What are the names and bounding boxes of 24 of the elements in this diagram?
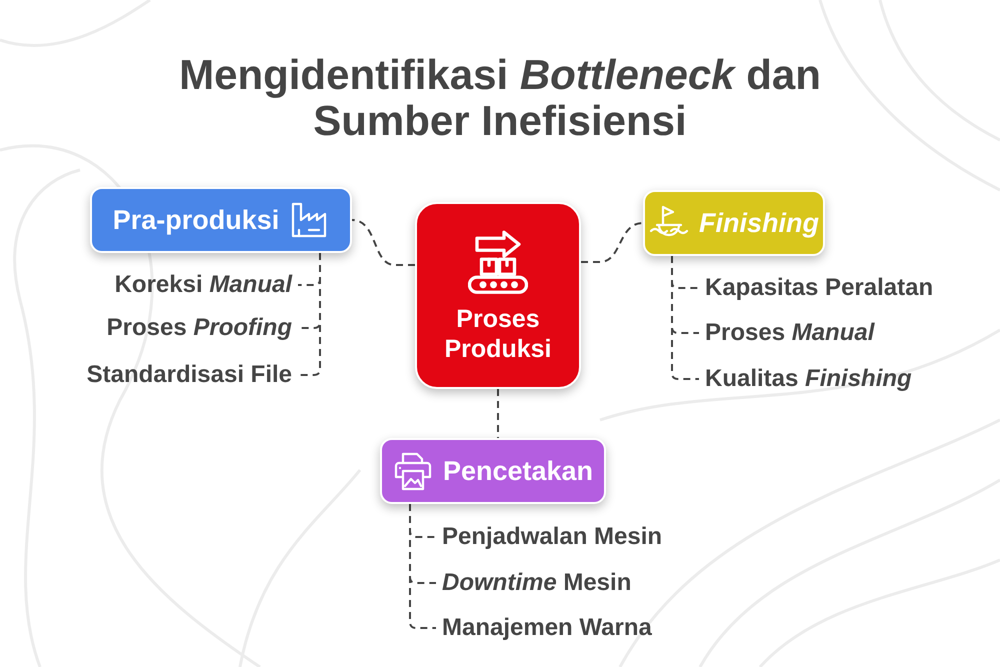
box-label: Finishing bbox=[699, 208, 819, 238]
box-label: Pra-produksi bbox=[112, 204, 280, 236]
dashed-connector bbox=[352, 219, 415, 266]
dashed-connector bbox=[409, 504, 436, 629]
item-text: Penjadwalan Mesin bbox=[442, 522, 662, 552]
category-box bbox=[380, 438, 606, 504]
item-text: Proses Proofing bbox=[106, 313, 292, 343]
item-text: Downtime Mesin bbox=[442, 568, 632, 598]
main-process-box bbox=[415, 202, 581, 389]
box-label: Pencetakan bbox=[442, 456, 594, 486]
item-text: Kualitas Finishing bbox=[705, 364, 912, 394]
item-text: Kapasitas Peralatan bbox=[705, 273, 934, 303]
category-box bbox=[643, 190, 825, 256]
box-label: Proses Produksi bbox=[444, 304, 552, 364]
dashed-connector bbox=[581, 222, 644, 263]
item-text: Standardisasi File bbox=[86, 360, 292, 390]
item-text: Manajemen Warna bbox=[442, 613, 652, 643]
dashed-connector bbox=[298, 253, 321, 376]
dashed-connector bbox=[497, 389, 499, 438]
item-text: Proses Manual bbox=[705, 318, 874, 348]
category-box bbox=[90, 187, 352, 253]
dashed-connector bbox=[671, 256, 699, 380]
item-text: Koreksi Manual bbox=[114, 270, 292, 300]
title: Mengidentifikasi Bottleneck dan Sumber Inefisiensi bbox=[178, 52, 822, 144]
